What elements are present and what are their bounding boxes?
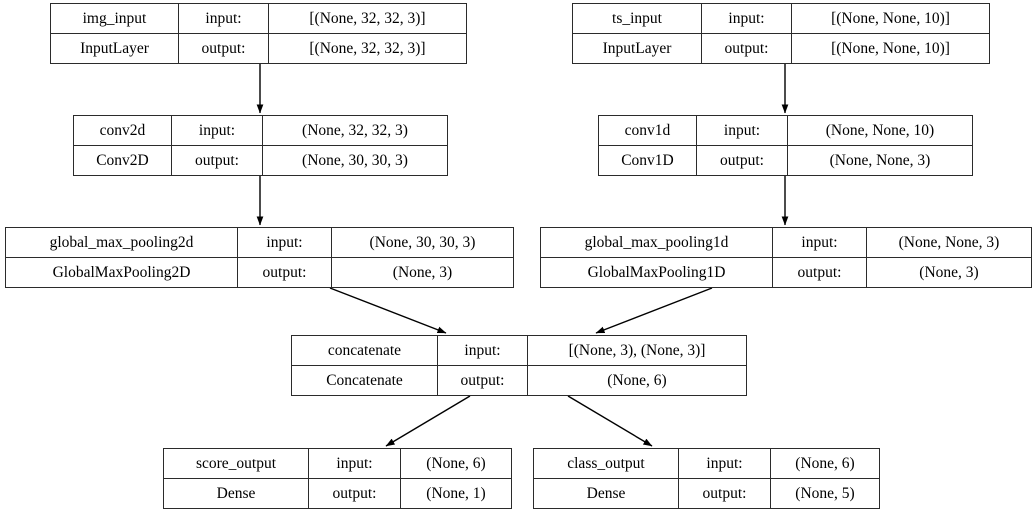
node-output-shape: (None, None, 3) bbox=[829, 151, 931, 169]
node-output-shape: (None, 6) bbox=[607, 371, 667, 389]
node-input-label: input: bbox=[773, 228, 867, 257]
node-layer-class: Conv2D bbox=[74, 146, 172, 175]
node-layer-class: GlobalMaxPooling1D bbox=[541, 258, 773, 287]
node-input-label: input: bbox=[702, 4, 792, 33]
node-input-shape: (None, 32, 32, 3) bbox=[302, 121, 408, 139]
node-output-label: output: bbox=[702, 34, 792, 63]
node-layer-class: GlobalMaxPooling2D bbox=[6, 258, 238, 287]
node-input-shape: (None, 6) bbox=[426, 454, 486, 472]
node-layer-class: InputLayer bbox=[573, 34, 702, 63]
node-layer-name: concatenate bbox=[292, 336, 438, 365]
node-input-label: input: bbox=[172, 116, 263, 145]
node-output-label: output: bbox=[773, 258, 867, 287]
node-input-shape: [(None, None, 10)] bbox=[831, 9, 950, 27]
node-layer-name: global_max_pooling1d bbox=[541, 228, 773, 257]
edge-global_max_pooling1d-to-concatenate bbox=[595, 287, 713, 334]
node-output-label: output: bbox=[309, 479, 401, 508]
node-layer-class: InputLayer bbox=[51, 34, 179, 63]
node-layer-class: Conv1D bbox=[599, 146, 697, 175]
node-input-shape: (None, None, 10) bbox=[825, 121, 935, 139]
node-output-label: output: bbox=[172, 146, 263, 175]
node-output-shape: (None, 3) bbox=[392, 263, 453, 281]
node-layer-class: Concatenate bbox=[292, 366, 438, 395]
node-output-shape: [(None, 32, 32, 3)] bbox=[309, 39, 426, 57]
node-input-label: input: bbox=[438, 336, 528, 365]
node-input-label: input: bbox=[238, 228, 332, 257]
node-input-shape: (None, 6) bbox=[795, 454, 855, 472]
node-output-label: output: bbox=[179, 34, 269, 63]
node-input-label: input: bbox=[309, 449, 401, 478]
node-output-shape: (None, 30, 30, 3) bbox=[302, 151, 408, 169]
node-layer-name: score_output bbox=[164, 449, 309, 478]
node-layer-name: img_input bbox=[51, 4, 179, 33]
node-layer-class: Dense bbox=[534, 479, 679, 508]
node-output-shape: (None, 3) bbox=[919, 263, 979, 281]
node-layer-name: ts_input bbox=[573, 4, 702, 33]
node-output-label: output: bbox=[679, 479, 771, 508]
node-input-shape: [(None, 3), (None, 3)] bbox=[568, 341, 706, 359]
node-layer-name: class_output bbox=[534, 449, 679, 478]
node-layer-class: Dense bbox=[164, 479, 309, 508]
node-input-label: input: bbox=[179, 4, 269, 33]
node-input-label: input: bbox=[697, 116, 788, 145]
node-output-label: output: bbox=[238, 258, 332, 287]
node-output-label: output: bbox=[438, 366, 528, 395]
node-input-shape: (None, 30, 30, 3) bbox=[369, 233, 476, 251]
node-output-shape: [(None, None, 10)] bbox=[831, 39, 950, 57]
node-input-label: input: bbox=[679, 449, 771, 478]
node-output-label: output: bbox=[697, 146, 788, 175]
node-input-shape: (None, None, 3) bbox=[898, 233, 1000, 251]
node-layer-name: conv1d bbox=[599, 116, 697, 145]
edge-global_max_pooling2d-to-concatenate bbox=[329, 287, 447, 334]
node-input-shape: [(None, 32, 32, 3)] bbox=[309, 9, 426, 27]
node-layer-name: global_max_pooling2d bbox=[6, 228, 238, 257]
node-layer-name: conv2d bbox=[74, 116, 172, 145]
node-output-shape: (None, 5) bbox=[795, 484, 855, 502]
edge-concatenate-to-class_output bbox=[567, 395, 653, 447]
edge-concatenate-to-score_output bbox=[385, 395, 471, 447]
node-output-shape: (None, 1) bbox=[426, 484, 486, 502]
